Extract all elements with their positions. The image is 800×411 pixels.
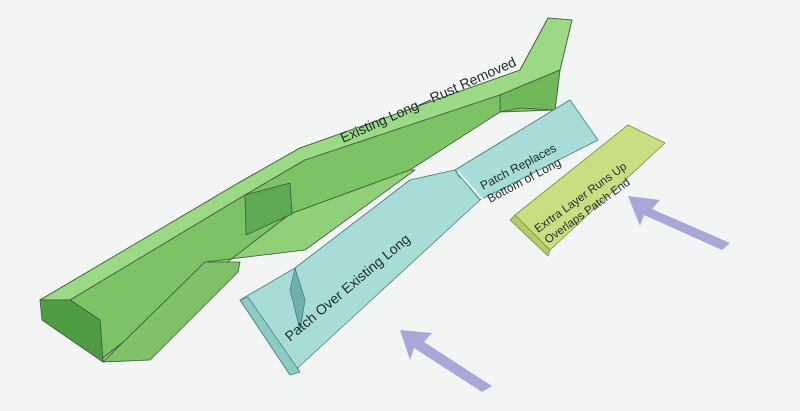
existing-long-part bbox=[39, 17, 573, 363]
existing-long-skirt bbox=[102, 261, 241, 363]
extra-layer-part bbox=[509, 124, 666, 257]
extra-layer-edge bbox=[509, 214, 551, 257]
arrow-icon-right bbox=[628, 196, 730, 250]
patch-replaces-surface bbox=[454, 99, 599, 201]
patch-over-lip bbox=[239, 296, 301, 376]
patch-seam bbox=[457, 171, 486, 203]
arrow-icon-lower bbox=[400, 330, 492, 392]
patch-over-part bbox=[239, 169, 481, 376]
arrow-icon bbox=[400, 196, 730, 392]
patch-replaces-part bbox=[454, 99, 599, 203]
patch-over-wedge bbox=[289, 267, 306, 331]
existing-long-bulkhead bbox=[244, 182, 293, 236]
existing-long-upper-end bbox=[499, 69, 561, 113]
existing-long-end-cap bbox=[39, 299, 104, 363]
